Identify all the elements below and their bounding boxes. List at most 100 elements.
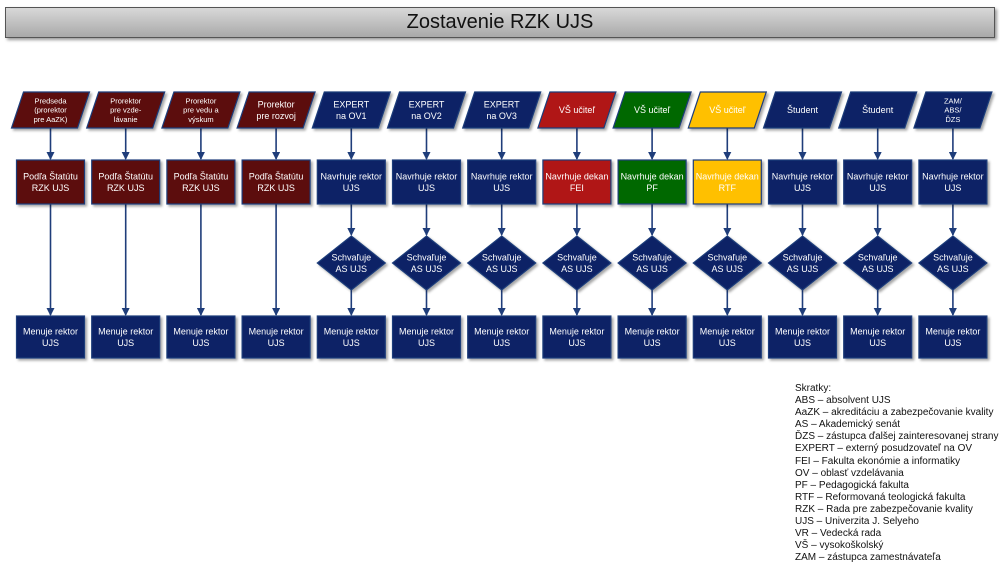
nomination-box: [918, 159, 988, 205]
appointment-box: [467, 315, 537, 359]
nomination-box: [767, 159, 838, 205]
column-10: [687, 91, 768, 359]
approval-diamond: [767, 235, 838, 291]
legend-item: UJS – Univerzita J. Selyeho: [795, 516, 919, 528]
column-2: [85, 91, 166, 359]
appointment-box: [542, 315, 612, 359]
legend-item: ĎZS – zástupca ďalšej zainteresovanej st…: [795, 431, 999, 443]
role-parallelogram: [386, 91, 467, 129]
column-3: [161, 91, 241, 359]
appointment-box: [843, 315, 913, 359]
nomination-box: [166, 159, 236, 205]
role-parallelogram: [236, 91, 316, 129]
column-1: [10, 91, 91, 359]
approval-diamond: [541, 235, 612, 291]
appointment-box: [918, 315, 988, 359]
legend-item: ZAM – zástupca zamestnávateľa: [795, 552, 941, 564]
role-parallelogram: [612, 91, 692, 129]
role-parallelogram: [687, 91, 768, 129]
column-6: [386, 91, 467, 359]
role-parallelogram: [537, 91, 617, 129]
appointment-box: [316, 315, 386, 359]
nomination-box: [91, 159, 161, 205]
approval-diamond: [316, 235, 387, 291]
appointment-box: [692, 315, 762, 359]
nomination-box: [391, 159, 462, 205]
diagram-title: Zostavenie RZK UJS: [5, 7, 995, 38]
nomination-box: [692, 159, 762, 205]
role-parallelogram: [837, 91, 918, 129]
legend-item: EXPERT – externý posudzovateľ na OV: [795, 443, 973, 455]
column-5: [311, 91, 392, 359]
role-label: Študent: [862, 105, 894, 115]
approval-diamond: [466, 235, 537, 291]
role-label: VŠ učiteľ: [634, 105, 671, 115]
nomination-box: [241, 159, 311, 205]
appointment-box: [241, 315, 311, 359]
appointment-box: [391, 315, 462, 359]
legend-item: RTF – Reformovaná teologická fakulta: [795, 491, 966, 503]
role-parallelogram: [913, 91, 993, 129]
role-label: VŠ učiteľ: [709, 105, 746, 115]
role-parallelogram: [461, 91, 542, 129]
role-label: VŠ učiteľ: [559, 105, 596, 115]
legend-item: ABS – absolvent UJS: [795, 395, 891, 407]
legend-item: OV – oblasť vzdelávania: [795, 467, 904, 479]
legend-heading: Skratky:: [795, 383, 832, 394]
legend-item: FEI – Fakulta ekonómie a informatiky: [795, 455, 961, 467]
nomination-box: [542, 159, 612, 205]
approval-diamond: [692, 235, 763, 291]
legend-item: AaZK – akreditáciu a zabezpečovanie kval…: [795, 407, 994, 419]
role-label: ZAM/ABS/ĎZS: [944, 96, 963, 124]
legend-item: AS – Akademický senát: [795, 419, 901, 431]
nomination-box: [467, 159, 537, 205]
appointment-box: [15, 315, 86, 359]
appointment-box: [166, 315, 236, 359]
approval-diamond: [917, 235, 988, 291]
nomination-box: [617, 159, 687, 205]
column-4: [236, 91, 316, 359]
column-7: [461, 91, 542, 359]
approval-diamond: [391, 235, 462, 291]
approval-diamond: [617, 235, 688, 291]
role-parallelogram: [311, 91, 392, 129]
role-parallelogram: [10, 91, 91, 129]
legend-item: PF – Pedagogická fakulta: [795, 479, 909, 491]
legend-item: VR – Vedecká rada: [795, 528, 882, 540]
